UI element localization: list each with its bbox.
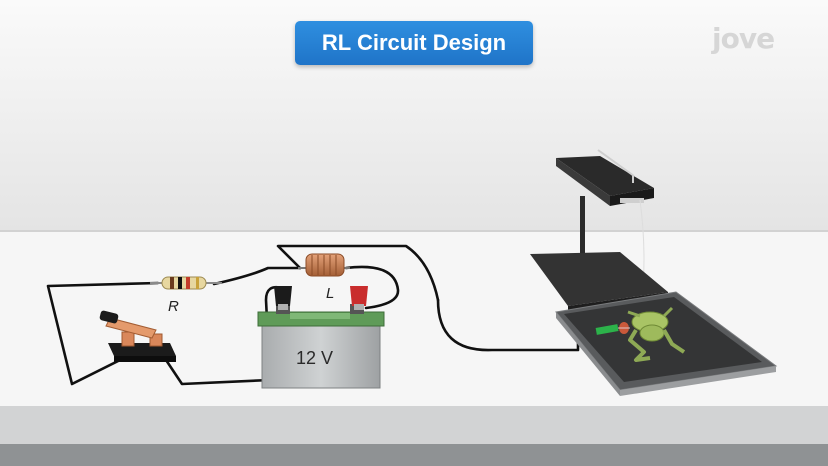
resistor-icon [150,276,222,290]
table-base [0,444,828,466]
wire-to-electrode [436,298,602,352]
frog-icon [595,306,686,362]
dissection-tray-icon [530,252,778,396]
jove-logo: jove [712,22,775,55]
battery-icon [257,286,385,389]
inductor-label: L [326,285,334,302]
battery-label: 12 V [296,348,333,368]
wire-inductor-top [276,244,440,302]
table-edge [0,406,828,444]
resistor-label: R [168,298,179,315]
wire-switch-to-resistor [46,281,160,386]
knife-switch-icon[interactable] [99,310,176,362]
page-title: RL Circuit Design [295,21,533,65]
wire-inductor-to-battery [344,265,400,310]
stimulator-stand-icon [556,149,654,319]
inductor-coil-icon [298,253,350,277]
